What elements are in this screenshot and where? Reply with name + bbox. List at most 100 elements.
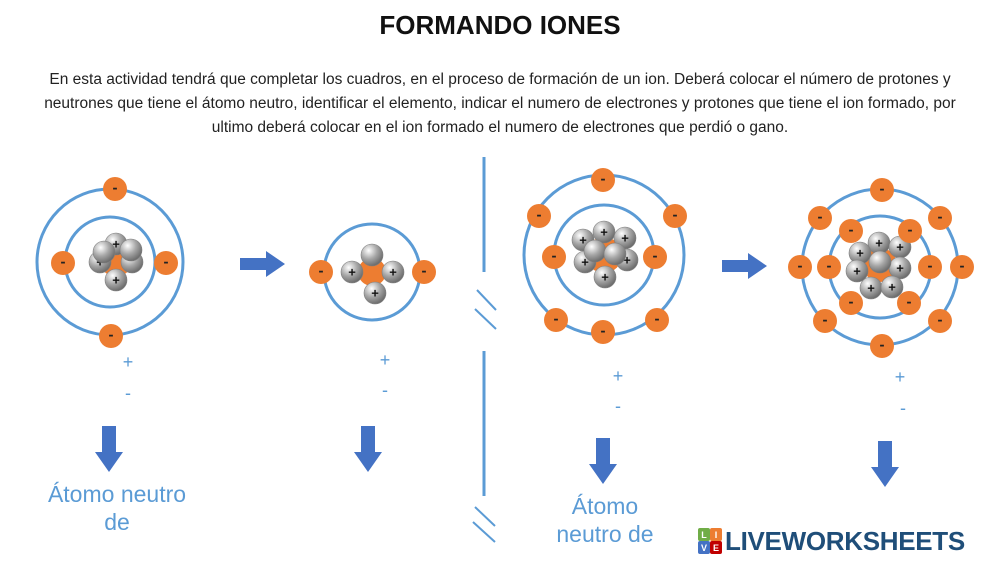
ion2-electron-1-sign: -: [818, 209, 823, 226]
ion1-nucleon-2: [381, 260, 405, 284]
atom1-proton-sign[interactable]: +: [122, 352, 134, 372]
ion2-electron-10: [897, 291, 921, 315]
ion2-nucleon-7: [868, 250, 892, 274]
arrow-down-icon-3: [589, 438, 617, 484]
atom2-electron-5: [544, 308, 568, 332]
atom1-nucleon-3: [104, 268, 128, 292]
atom1-electron-3-sign: -: [109, 327, 114, 344]
atom2-electron-6: [645, 308, 669, 332]
atom2-nucleon-4-sign: +: [623, 253, 631, 268]
atom2-proton-sign[interactable]: +: [612, 366, 624, 386]
liveworksheets-logo: L I V E LIVEWORKSHEETS: [698, 526, 965, 556]
ion1-nucleon-3: [363, 281, 387, 305]
ion2-proton-sign[interactable]: +: [894, 367, 906, 387]
atom2-electron-0-sign: -: [601, 171, 606, 188]
atom1-nucleon-4: [92, 240, 116, 264]
ion1-electron-0-sign: -: [319, 263, 324, 280]
atom2-nucleon-6: [583, 239, 607, 263]
ion2-electron-13: [870, 334, 894, 358]
ion2-nucleon-4-sign: +: [896, 261, 904, 276]
ion2-electron-7-sign: -: [928, 258, 933, 275]
ion1-nucleon-1: [340, 260, 364, 284]
atom1-electron-sign[interactable]: -: [125, 383, 131, 403]
ion1-nucleon-1-sign: +: [348, 265, 356, 280]
atom2-electron-sign[interactable]: -: [615, 396, 621, 416]
ion2-electron-12-sign: -: [938, 312, 943, 329]
atom2-electron-2: [663, 204, 687, 228]
ion2-electron-11-sign: -: [823, 312, 828, 329]
ion1-nucleon-2-sign: +: [389, 265, 397, 280]
atom2-electron-1-sign: -: [537, 207, 542, 224]
break-mark-1b: [474, 308, 497, 330]
atom2-electron-4: [643, 245, 667, 269]
atom2-nucleon-7: [603, 242, 627, 266]
atom2-nucleon-0-sign: +: [600, 225, 608, 240]
ion2-electron-8: [950, 255, 974, 279]
ion2-electron-4: [898, 219, 922, 243]
atom2-electron-1: [527, 204, 551, 228]
atom2-electron-3-sign: -: [552, 248, 557, 265]
ion2-nucleon-3: [845, 259, 869, 283]
caption-left-line2: de: [104, 509, 130, 535]
ion2-electron-7: [918, 255, 942, 279]
page-title: FORMANDO IONES: [379, 10, 621, 40]
ion2-nucleon-3-sign: +: [853, 264, 861, 279]
arrow-down-icon-4: [871, 441, 899, 487]
ion1-electron-sign[interactable]: -: [382, 380, 388, 400]
arrow-down-icon-2: [354, 426, 382, 472]
ion2-electron-sign[interactable]: -: [900, 398, 906, 418]
ion2-nucleon-0-sign: +: [875, 236, 883, 251]
break-mark-2a: [474, 506, 496, 527]
atom2-electron-4-sign: -: [653, 248, 658, 265]
ion1-electron-1: [412, 260, 436, 284]
ion2-electron-9-sign: -: [849, 294, 854, 311]
atom2-electron-7-sign: -: [601, 323, 606, 340]
ion2-nucleon-5-sign: +: [867, 281, 875, 296]
ion2-electron-11: [813, 309, 837, 333]
ion2-electron-3: [839, 219, 863, 243]
atom2-nucleon-3-sign: +: [581, 255, 589, 270]
ion2-electron-5: [788, 255, 812, 279]
atom2-electron-7: [591, 320, 615, 344]
liveworksheets-wordmark: LIVEWORKSHEETS: [725, 525, 965, 556]
atom2-nucleon-1-sign: +: [579, 233, 587, 248]
atom1-nucleon-3-sign: +: [112, 273, 120, 288]
atom1-electron-0: [103, 177, 127, 201]
ion1-nucleon-0: [360, 243, 384, 267]
ion1-electron-0: [309, 260, 333, 284]
ion2-electron-13-sign: -: [880, 337, 885, 354]
caption-neutral-atom-left: Átomo neutro de: [22, 480, 212, 536]
arrow-right-icon-2: [722, 253, 767, 279]
caption-neutral-atom-right: Átomo neutro de: [520, 492, 690, 548]
ion1-nucleus-core: [358, 258, 386, 286]
ion2-nucleon-2-sign: +: [896, 240, 904, 255]
ion2-electron-0: [870, 178, 894, 202]
instructions-text: En esta actividad tendrá que completar l…: [44, 71, 956, 136]
ion2-electron-9: [839, 291, 863, 315]
ion2-electron-12: [928, 309, 952, 333]
atom1-nucleon-0-sign: +: [112, 237, 120, 252]
atom1-electron-2-sign: -: [164, 254, 169, 271]
ion2-nucleon-1-sign: +: [856, 246, 864, 261]
atom2-electron-6-sign: -: [655, 311, 660, 328]
atom1-nucleon-5: [119, 238, 143, 262]
atom2-nucleon-5-sign: +: [601, 270, 609, 285]
ion2-electron-2-sign: -: [938, 209, 943, 226]
ion2-electron-6: [817, 255, 841, 279]
ion1-proton-sign[interactable]: +: [379, 350, 391, 370]
atom2-electron-2-sign: -: [673, 207, 678, 224]
arrow-down-icon-1: [95, 426, 123, 472]
atom2-nucleon-2-sign: +: [621, 231, 629, 246]
ion1-nucleon-3-sign: +: [371, 286, 379, 301]
atom1-electron-1-sign: -: [61, 254, 66, 271]
liveworksheets-mark-icon: L I V E: [698, 528, 722, 554]
ion2-nucleon-6-sign: +: [888, 280, 896, 295]
ion1-electron-1-sign: -: [422, 263, 427, 280]
atom2-electron-5-sign: -: [554, 311, 559, 328]
atom1-electron-2: [154, 251, 178, 275]
atom1-electron-1: [51, 251, 75, 275]
break-mark-2b: [472, 521, 496, 543]
ion2-electron-2: [928, 206, 952, 230]
ion2-electron-8-sign: -: [960, 258, 965, 275]
